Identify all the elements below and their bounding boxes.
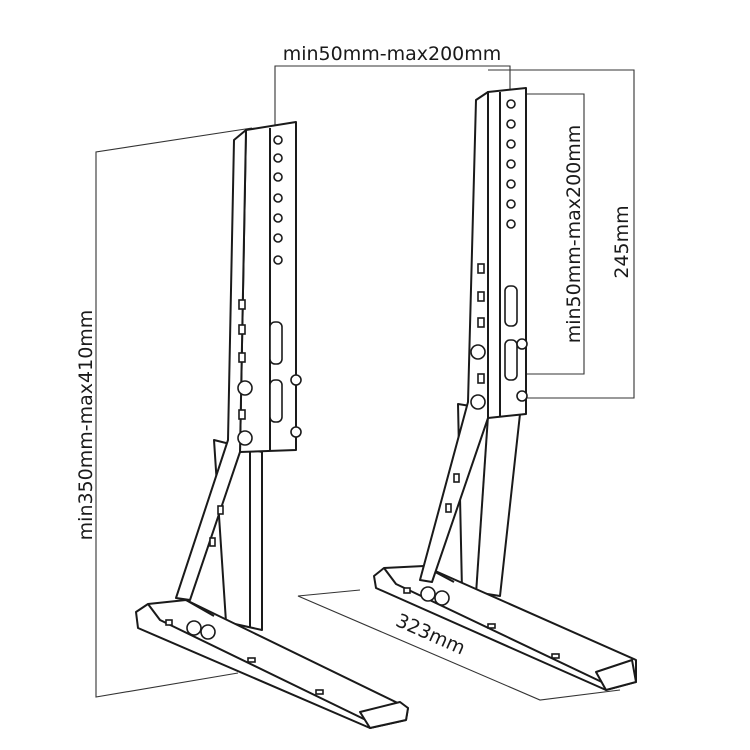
dim-total-height	[95, 127, 253, 698]
dim-column-height	[488, 69, 635, 399]
label-hole-spacing-top: min50mm-max200mm	[283, 43, 502, 65]
dimension-lines	[95, 65, 635, 701]
label-height-range: min350mm-max410mm	[75, 310, 97, 541]
label-column-height: 245mm	[611, 205, 633, 278]
left-foot-cap	[359, 701, 409, 729]
right-stand	[373, 87, 637, 691]
right-stand-holes	[403, 99, 560, 659]
label-hole-spacing-right: min50mm-max200mm	[563, 125, 585, 344]
dim-top-bracket	[274, 65, 511, 138]
dim-right-bracket	[512, 93, 585, 375]
left-column-side	[175, 129, 247, 601]
left-upper-column	[239, 121, 297, 453]
right-foot-cap	[595, 659, 637, 691]
left-base-foot	[135, 599, 409, 729]
left-stand-holes	[165, 135, 324, 695]
left-stand	[135, 121, 409, 729]
right-column-side	[419, 91, 489, 583]
dim-base-depth	[297, 589, 621, 701]
